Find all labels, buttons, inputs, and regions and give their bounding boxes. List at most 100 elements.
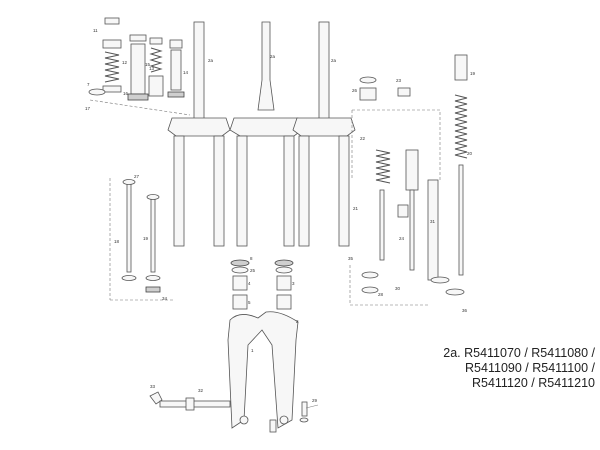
callout-33: 33 (150, 384, 156, 389)
assembly-line (89, 99, 191, 116)
bushing-b-upper (276, 275, 292, 291)
callout-22: 22 (360, 136, 366, 141)
callout-28: 28 (378, 292, 384, 297)
callout-36: 36 (462, 308, 468, 313)
callout-19-right: 19 (470, 71, 476, 76)
top-left-cartridge-group: 11 12 13 14 15 16 17 7 (85, 17, 191, 116)
spring-top-cap-part (454, 54, 468, 81)
valve-part (397, 87, 411, 97)
callout-14: 14 (183, 70, 189, 75)
callout-2a-right: 2a (331, 58, 337, 63)
bushing-b-lower (276, 294, 292, 310)
top-cap-right-part (359, 76, 377, 84)
seal-head-part (102, 39, 122, 49)
damper-cartridge-part (405, 149, 419, 191)
callout-18: 18 (114, 239, 120, 244)
callout-20: 20 (467, 151, 473, 156)
callout-24: 24 (399, 236, 405, 241)
upper-tubes-group: 2a 2a 2a (167, 21, 356, 247)
shaft-part (170, 49, 182, 91)
callout-27: 27 (134, 174, 140, 179)
foot-nut-part (127, 93, 149, 101)
dropout-left (239, 415, 249, 425)
wiper-seal-b (274, 259, 294, 267)
axle-lever (149, 391, 163, 405)
right-assemblies-group: 21 24 31 20 19 22 23 26 35 36 28 30 (348, 54, 476, 313)
callout-29: 29 (312, 398, 318, 403)
shaft-top-part (122, 179, 136, 185)
thru-axle-shaft (159, 400, 231, 408)
air-piston-part (148, 75, 164, 97)
callout-5: 5 (248, 300, 251, 305)
shaft-nut-part (145, 286, 161, 293)
seal-ring-a (361, 271, 379, 279)
stanchion-left-b (213, 135, 225, 247)
crown-left (167, 117, 231, 137)
axle-nut (185, 397, 195, 411)
long-spring-part (454, 94, 468, 159)
foam-ring-b (275, 266, 293, 274)
seal-ring-d (445, 288, 465, 296)
callout-32: 32 (198, 388, 204, 393)
center-seal-stack-group: 8 25 4 5 3 (230, 256, 295, 310)
caption-line-1: 2a. R5411070 / R5411080 / (443, 346, 595, 360)
callout-4: 4 (248, 281, 251, 286)
knob-part (169, 39, 183, 49)
callout-12: 12 (122, 60, 128, 65)
air-shaft-part (150, 196, 156, 273)
bushing-a-lower (232, 294, 248, 310)
seal-ring-c (430, 276, 450, 284)
assembly-lines-right (349, 109, 441, 306)
callout-2: 2 (296, 319, 299, 324)
cap-part (104, 17, 120, 25)
callout-23: 23 (396, 78, 402, 83)
callout-30: 30 (395, 286, 401, 291)
callout-21: 21 (353, 206, 359, 211)
wiper-seal-a (230, 259, 250, 267)
spring-rod-part (379, 189, 385, 261)
coil-spring-part (104, 51, 120, 83)
dust-wiper-part (88, 88, 106, 96)
callout-2a-left: 2a (208, 58, 214, 63)
steerer-tube-left (193, 21, 205, 123)
air-shaft-bottom-part (145, 275, 161, 281)
fastener-leader (305, 404, 319, 409)
negative-tube-part (427, 179, 439, 281)
washer-part (299, 417, 309, 423)
shaft-bottom-part (121, 275, 137, 281)
coil-spring-right (375, 149, 391, 184)
callout-13: 13 (149, 66, 155, 71)
foam-ring-a (231, 266, 249, 274)
lower-leg-casting (227, 311, 299, 429)
piston-part (102, 85, 122, 93)
callout-31: 31 (430, 219, 436, 224)
crown-right (292, 117, 356, 137)
left-shafts-group: 18 19 27 34 (109, 174, 175, 301)
base-nut-part (167, 91, 185, 98)
callout-8: 8 (250, 256, 253, 261)
callout-1: 1 (251, 348, 254, 353)
callout-3: 3 (292, 281, 295, 286)
bolt-part (301, 401, 308, 417)
fasteners-group: 29 (269, 398, 319, 433)
callout-25: 25 (250, 268, 256, 273)
lower-leg-group: 1 2 (227, 311, 299, 429)
callout-11: 11 (93, 28, 98, 33)
caption-line-3: R5411120 / R5411210 (471, 376, 595, 390)
callout-26: 26 (352, 88, 358, 93)
small-spring-part (149, 47, 163, 73)
stanchion-middle-a (236, 135, 248, 247)
stanchion-left-a (173, 135, 185, 247)
bushing-a-upper (232, 275, 248, 291)
stanchion-right-a (298, 135, 310, 247)
adjuster-part (397, 204, 409, 218)
spring-shaft-part (458, 164, 464, 276)
valve-cap-part (149, 37, 163, 45)
caption-line-2: R5411090 / R5411100 / (465, 361, 595, 375)
callout-17: 17 (85, 106, 91, 111)
stanchion-middle-b (283, 135, 295, 247)
damper-body-part (130, 43, 146, 95)
crown-middle (229, 117, 303, 137)
